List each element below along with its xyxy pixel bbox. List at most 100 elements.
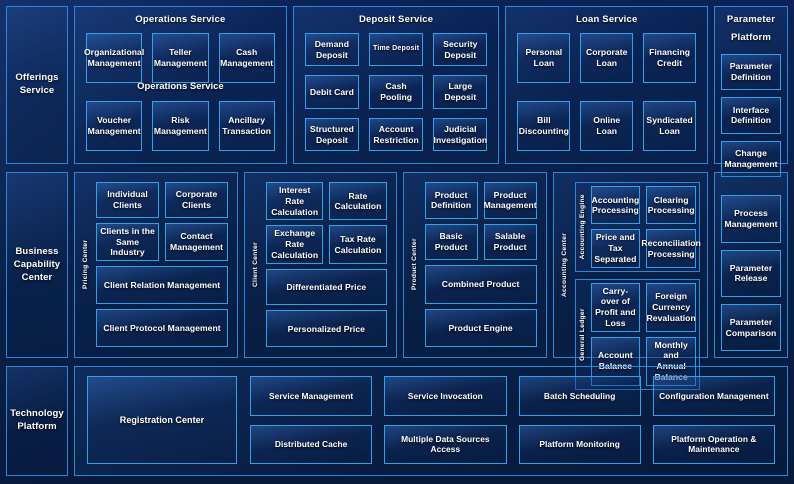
box-clients-in-the-same-industry[interactable]: Clients in the Same Industry — [96, 222, 160, 262]
box-rate-calculation[interactable]: Rate Calculation — [329, 182, 387, 221]
box-change-management[interactable]: Change Management — [721, 140, 782, 178]
box-teller-management[interactable]: Teller Management — [152, 33, 209, 84]
center-row: Personalized Price — [266, 310, 387, 348]
group-operations-service[interactable]: Operations Service Operations Service Or… — [74, 6, 287, 165]
box-batch-scheduling[interactable]: Batch Scheduling — [518, 376, 641, 416]
box-client-relation-management[interactable]: Client Relation Management — [96, 266, 229, 305]
box-process-management[interactable]: Process Management — [721, 195, 781, 243]
box-debit-card[interactable]: Debit Card — [304, 75, 360, 109]
box-syndicated-loan[interactable]: Syndicated Loan — [643, 101, 697, 152]
box-combined-product[interactable]: Combined Product — [424, 264, 537, 304]
center-vertical-label-client: Client Center — [252, 242, 260, 288]
layer-technology-platform: Technology Platform Registration Center … — [6, 366, 788, 476]
box-parameter-comparison[interactable]: Parameter Comparison — [721, 303, 781, 352]
box-reconciliation-processing[interactable]: Reconciliation Processing — [641, 229, 701, 268]
center-body-product: Product Definition Product Management Ba… — [423, 178, 541, 351]
box-product-engine[interactable]: Product Engine — [424, 308, 537, 348]
box-individual-clients[interactable]: Individual Clients — [96, 182, 160, 218]
box-contact-management[interactable]: Contact Management — [165, 222, 229, 262]
group-title-loan-service: Loan Service — [575, 14, 638, 25]
subgroup-grid-general-ledger: Carry-over of Profit and Loss Foreign Cu… — [590, 282, 696, 386]
box-corporate-clients[interactable]: Corporate Clients — [165, 182, 229, 218]
center-row: Client Protocol Management — [96, 309, 229, 348]
box-organizational-management[interactable]: Organizational Management — [84, 33, 144, 84]
subgroup-general-ledger[interactable]: General Ledger Carry-over of Profit and … — [574, 278, 700, 390]
group-parameter-platform-upper[interactable]: Parameter Platform Parameter Definition … — [714, 6, 789, 178]
center-vertical-label-accounting: Accounting Center — [560, 232, 568, 297]
box-large-deposit[interactable]: Large Deposit — [433, 75, 488, 109]
center-vertical-label-product: Product Center — [410, 238, 418, 291]
box-online-loan[interactable]: Online Loan — [580, 101, 634, 152]
group-technology-platform[interactable]: Registration Center Service Management S… — [74, 366, 788, 476]
group-loan-service[interactable]: Loan Service Personal Loan Corporate Loa… — [505, 6, 709, 165]
center-client[interactable]: Client Center Interest Rate Calculation … — [244, 172, 397, 359]
box-parameter-release[interactable]: Parameter Release — [721, 249, 781, 297]
group-body-operations-service: Organizational Management Teller Managem… — [75, 31, 286, 163]
center-product[interactable]: Product Center Product Definition Produc… — [402, 172, 547, 359]
box-platform-operation-and-maintenance[interactable]: Platform Operation & Maintenance — [652, 424, 775, 464]
center-body-accounting: Accounting Engine Accounting Processing … — [573, 178, 702, 390]
subgroup-accounting-engine[interactable]: Accounting Engine Accounting Processing … — [574, 182, 701, 272]
box-distributed-cache[interactable]: Distributed Cache — [250, 424, 373, 464]
box-corporate-loan[interactable]: Corporate Loan — [580, 33, 634, 84]
technology-box-grid: Service Management Service Invocation Ba… — [250, 376, 775, 464]
box-service-invocation[interactable]: Service Invocation — [384, 376, 507, 416]
box-service-management[interactable]: Service Management — [250, 376, 373, 416]
box-risk-management[interactable]: Risk Management — [152, 101, 209, 152]
box-platform-monitoring[interactable]: Platform Monitoring — [518, 424, 641, 464]
group-body-deposit-service: Demand Deposit Time Deposit Security Dep… — [294, 31, 499, 163]
center-row: Basic Product Salable Product — [424, 223, 537, 260]
box-voucher-management[interactable]: Voucher Management — [86, 101, 143, 152]
box-security-deposit[interactable]: Security Deposit — [433, 33, 488, 67]
box-salable-product[interactable]: Salable Product — [483, 223, 537, 260]
center-vertical-label-pricing: Pricing Center — [82, 240, 89, 290]
center-body-client: Interest Rate Calculation Rate Calculati… — [264, 178, 391, 351]
group-deposit-service[interactable]: Deposit Service Demand Deposit Time Depo… — [292, 6, 500, 165]
group-parameter-platform-lower[interactable]: Process Management Parameter Release Par… — [714, 172, 788, 359]
center-row: Product Engine — [424, 308, 537, 348]
box-carry-over-of-profit-and-loss[interactable]: Carry-over of Profit and Loss — [590, 282, 641, 332]
box-interface-definition[interactable]: Interface Definition — [721, 97, 782, 134]
box-tax-rate-calculation[interactable]: Tax Rate Calculation — [329, 225, 387, 264]
subgroup-grid-accounting-engine: Accounting Processing Clearing Processin… — [590, 186, 701, 268]
box-cash-pooling[interactable]: Cash Pooling — [369, 75, 424, 109]
box-demand-deposit[interactable]: Demand Deposit — [304, 33, 360, 67]
center-row: Clients in the Same Industry Contact Man… — [96, 222, 229, 262]
box-configuration-management[interactable]: Configuration Management — [652, 376, 775, 416]
box-registration-center[interactable]: Registration Center — [87, 376, 237, 464]
box-financing-credit[interactable]: Financing Credit — [643, 33, 697, 84]
box-judicial-investigation[interactable]: Judicial Investigation — [433, 117, 488, 152]
box-ancillary-transaction[interactable]: Ancillary Transaction — [218, 101, 275, 152]
box-price-and-tax-separated[interactable]: Price and Tax Separated — [590, 229, 641, 268]
center-pricing[interactable]: Pricing Center Individual Clients Corpor… — [74, 172, 239, 359]
box-account-restriction[interactable]: Account Restriction — [369, 117, 424, 152]
center-row: Individual Clients Corporate Clients — [96, 182, 229, 218]
box-parameter-definition[interactable]: Parameter Definition — [721, 53, 782, 91]
box-basic-product[interactable]: Basic Product — [424, 223, 478, 260]
box-exchange-rate-calculation[interactable]: Exchange Rate Calculation — [266, 225, 324, 264]
box-interest-rate-calculation[interactable]: Interest Rate Calculation — [266, 182, 324, 221]
box-foreign-currency-revaluation[interactable]: Foreign Currency Revaluation — [646, 282, 696, 332]
group-body-loan-service: Personal Loan Corporate Loan Financing C… — [506, 31, 707, 163]
box-structured-deposit[interactable]: Structured Deposit — [304, 117, 360, 152]
box-product-management[interactable]: Product Management — [484, 182, 537, 219]
box-time-deposit[interactable]: Time Deposit — [369, 33, 424, 67]
center-accounting[interactable]: Accounting Center Accounting Engine Acco… — [552, 172, 708, 390]
group-title-parameter-platform-line2: Platform — [730, 31, 772, 43]
box-bill-discounting[interactable]: Bill Discounting — [517, 101, 571, 152]
box-clearing-processing[interactable]: Clearing Processing — [646, 186, 696, 225]
group-title-parameter-platform-line1: Parameter — [726, 14, 776, 25]
box-cash-management[interactable]: Cash Management — [218, 33, 275, 84]
group-title-deposit-service: Deposit Service — [358, 14, 434, 25]
sidebar-label-business-capability-center: Business Capability Center — [6, 172, 68, 359]
box-personalized-price[interactable]: Personalized Price — [266, 310, 387, 348]
box-personal-loan[interactable]: Personal Loan — [517, 33, 571, 84]
box-client-protocol-management[interactable]: Client Protocol Management — [96, 309, 229, 348]
box-accounting-processing[interactable]: Accounting Processing — [590, 186, 641, 225]
center-row: Client Relation Management — [96, 266, 229, 305]
center-row: Differentiated Price — [266, 268, 387, 306]
layer-offerings-service: Offerings Service Operations Service Ope… — [6, 6, 789, 178]
box-multiple-data-sources-access[interactable]: Multiple Data Sources Access — [384, 424, 507, 464]
box-differentiated-price[interactable]: Differentiated Price — [266, 268, 387, 306]
box-product-definition[interactable]: Product Definition — [424, 182, 478, 219]
